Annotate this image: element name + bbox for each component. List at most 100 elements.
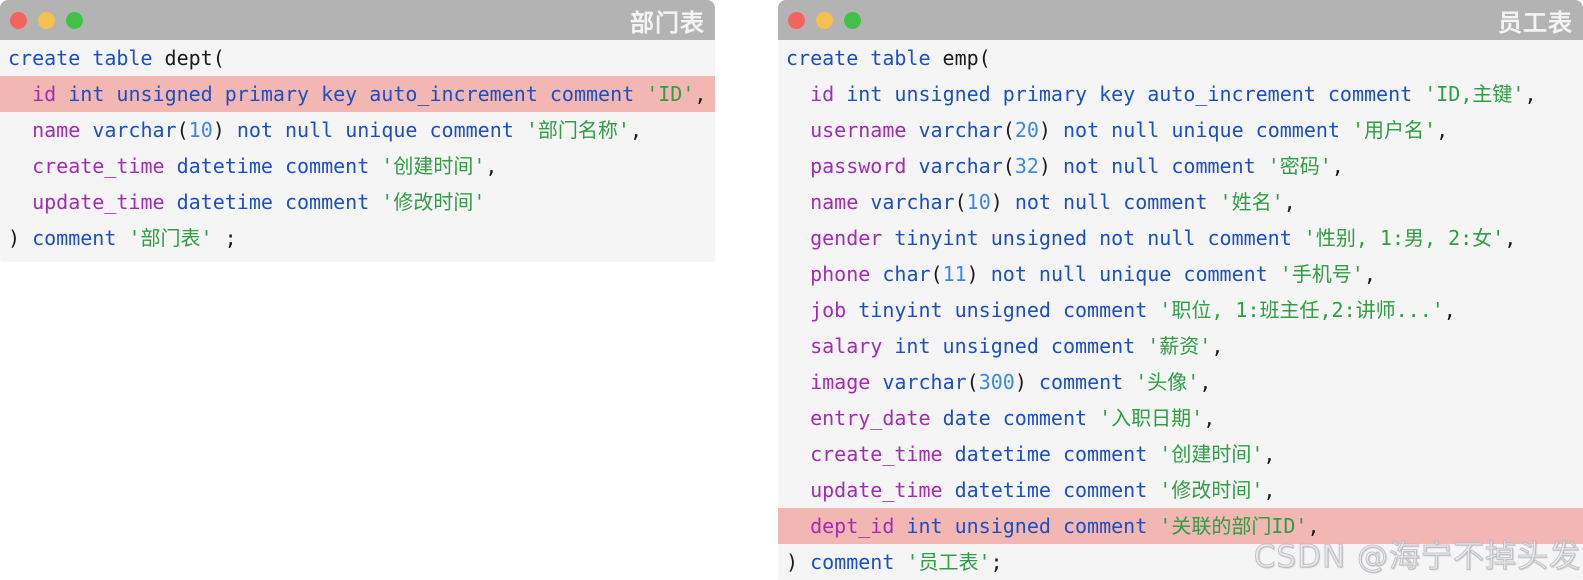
code-token [858,190,870,214]
code-token: ) [1038,154,1063,178]
window-dept-table: 部门表 create table dept( id int unsigned p… [0,0,715,262]
code-token: create_time [810,442,943,466]
code-token: date comment [942,406,1088,430]
code-line: phone char(11) not null unique comment '… [778,256,1583,292]
code-token: username [810,118,907,142]
code-token: 10 [966,190,991,214]
code-token: varchar [882,370,967,394]
code-line: create table dept( [0,40,715,76]
code-line: gender tinyint unsigned not null comment… [778,220,1583,256]
code-token: ; [990,550,1003,574]
code-token: ) [8,226,33,250]
code-token [786,118,810,142]
zoom-button-icon[interactable] [66,11,83,29]
code-token: 10 [188,118,213,142]
minimize-button-icon[interactable] [816,11,833,29]
code-token [514,118,526,142]
code-token [1123,370,1135,394]
code-token [1087,406,1099,430]
code-token [834,82,846,106]
code-token: password [810,154,907,178]
code-token: '姓名' [1219,190,1284,214]
code-token: 300 [978,370,1015,394]
code-token [894,514,906,538]
code-token: , [629,118,642,142]
code-token [786,442,810,466]
zoom-button-icon[interactable] [844,11,861,29]
code-token: ( [176,118,189,142]
code-token: int unsigned comment [906,514,1148,538]
code-line: id int unsigned primary key auto_increme… [778,76,1583,112]
code-token: , [1443,298,1456,322]
titlebar[interactable]: 部门表 [0,0,715,40]
code-token: create_time [32,154,165,178]
code-line: name varchar(10) not null comment '姓名', [778,184,1583,220]
code-token: name [32,118,81,142]
code-token: '创建时间' [381,154,486,178]
code-token: 'ID,主键' [1424,82,1525,106]
code-token: '用户名' [1352,118,1437,142]
code-token [165,190,177,214]
code-line: job tinyint unsigned comment '职位, 1:班主任,… [778,292,1583,328]
close-button-icon[interactable] [788,11,805,29]
code-token: name [810,190,859,214]
code-token: datetime comment [176,190,370,214]
code-token: , [1211,334,1224,358]
code-token: create table [786,46,931,70]
highlighted-code-line: dept_id int unsigned comment '关联的部门ID', [778,508,1583,544]
code-token: not null unique comment [1063,118,1340,142]
code-token [56,82,68,106]
code-token [1147,298,1159,322]
titlebar[interactable]: 员工表 [778,0,1583,40]
code-token: '薪资' [1147,334,1212,358]
code-token: ( [954,190,967,214]
code-token: datetime comment [954,442,1148,466]
code-token [882,226,894,250]
code-token [1135,334,1147,358]
code-token [931,406,943,430]
code-token [906,154,918,178]
code-line: image varchar(300) comment '头像', [778,364,1583,400]
window-title: 员工表 [1498,8,1573,37]
code-token [882,334,894,358]
code-token [906,118,918,142]
code-token: ) [990,190,1015,214]
code-token: char [882,262,931,286]
code-token: salary [810,334,883,358]
code-token: , [1363,262,1376,286]
code-token [165,154,177,178]
code-token: , [485,154,498,178]
code-token: '密码' [1267,154,1332,178]
code-line: create table emp( [778,40,1583,76]
code-token [1292,226,1304,250]
code-token: '头像' [1135,370,1200,394]
minimize-button-icon[interactable] [38,11,55,29]
code-token: job [810,298,847,322]
code-token [369,190,381,214]
code-token: not null comment [1063,154,1256,178]
code-token: not null unique comment [990,262,1268,286]
code-line: update_time datetime comment '修改时间', [778,472,1583,508]
close-button-icon[interactable] [10,11,27,29]
code-token: update_time [810,478,943,502]
code-token [1256,154,1268,178]
code-token [634,82,646,106]
code-token: varchar [918,118,1003,142]
code-token [1147,514,1159,538]
code-token: '手机号' [1279,262,1364,286]
code-token: image [810,370,871,394]
code-token: '入职日期' [1099,406,1204,430]
code-token: comment [810,550,895,574]
code-token [8,82,32,106]
code-token: dept( [152,46,225,70]
code-token: entry_date [810,406,931,430]
code-line: password varchar(32) not null comment '密… [778,148,1583,184]
code-token [786,190,810,214]
code-token: '修改时间' [1159,478,1264,502]
code-token [786,226,810,250]
code-token: not null unique comment [236,118,514,142]
code-token [894,550,906,574]
code-token: comment [1038,370,1124,394]
code-token: '性别, 1:男, 2:女' [1303,226,1505,250]
code-token: 'ID' [646,82,695,106]
